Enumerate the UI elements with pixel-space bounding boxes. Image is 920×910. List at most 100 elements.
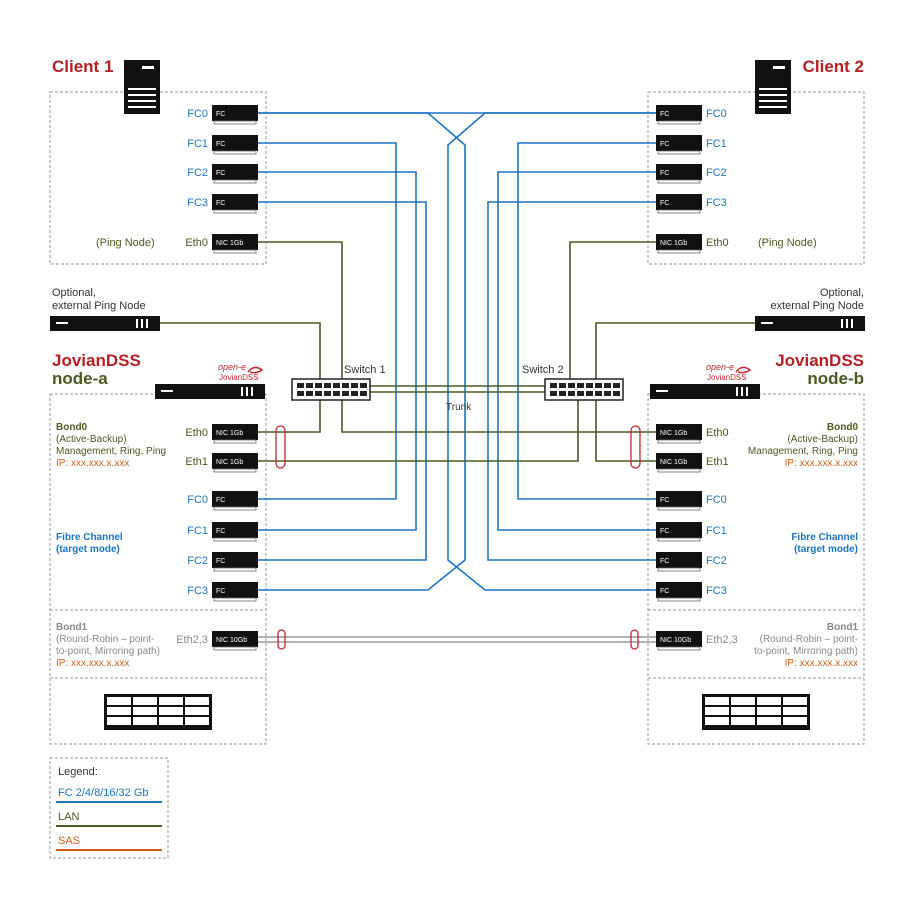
lan-c2-eth0 bbox=[569, 241, 656, 380]
client2-ping-note: (Ping Node) bbox=[758, 237, 817, 249]
port-label: FC0 bbox=[187, 494, 208, 506]
client1-eth-card: NIC 1Gb Eth0 bbox=[185, 234, 258, 254]
svg-text:open-e: open-e bbox=[706, 362, 734, 372]
fc-b-title: Fibre Channel bbox=[791, 532, 858, 543]
card-label: FC bbox=[660, 111, 669, 118]
port-label: FC1 bbox=[187, 525, 208, 537]
client1-title: Client 1 bbox=[52, 57, 113, 76]
node-a-fc-card: FC FC0 bbox=[187, 491, 258, 511]
bond1-a-ip: IP: xxx.xxx.x.xxx bbox=[56, 658, 129, 669]
card-label: FC bbox=[660, 558, 669, 565]
node-a-fc-card: FC FC2 bbox=[187, 552, 258, 572]
bond1-b-name: Bond1 bbox=[827, 622, 859, 633]
bond1-a-marker bbox=[277, 629, 286, 650]
ping-node-left-label2: external Ping Node bbox=[52, 300, 146, 312]
storage-enclosure-a-icon bbox=[104, 694, 212, 730]
legend-title: Legend: bbox=[58, 766, 98, 778]
fc-link-c2-fc0-x bbox=[447, 112, 656, 591]
card-label: NIC 1Gb bbox=[660, 240, 687, 247]
port-label: FC2 bbox=[187, 555, 208, 567]
ping-node-appliance-icon bbox=[755, 316, 865, 331]
legend-item-sas: SAS bbox=[58, 835, 80, 847]
card-label: FC bbox=[216, 141, 225, 148]
port-label: Eth1 bbox=[706, 456, 729, 468]
legend-box bbox=[49, 757, 169, 859]
fc-link-c1-fc1 bbox=[258, 142, 397, 500]
open-e-logo: open-e JovianDSS bbox=[706, 362, 752, 382]
card-label: FC bbox=[216, 497, 225, 504]
node-a-subtitle: node-a bbox=[52, 369, 108, 388]
switch1-icon bbox=[291, 378, 371, 401]
legend-item-lan: LAN bbox=[58, 811, 79, 823]
bond0-b-mode: (Active-Backup) bbox=[787, 434, 858, 445]
bond0-a-ip: IP: xxx.xxx.x.xxx bbox=[56, 458, 129, 469]
node-b-subtitle: node-b bbox=[807, 369, 864, 388]
port-label: Eth0 bbox=[706, 237, 729, 249]
card-label: FC bbox=[660, 497, 669, 504]
card-label: NIC 10Gb bbox=[216, 637, 247, 644]
client1-ping-note: (Ping Node) bbox=[96, 237, 155, 249]
node-a-eth-card: NIC 1Gb Eth1 bbox=[185, 453, 258, 473]
card-label: NIC 10Gb bbox=[660, 637, 691, 644]
card-label: FC bbox=[660, 528, 669, 535]
port-label: FC3 bbox=[706, 585, 727, 597]
ping-node-right-label: Optional, bbox=[820, 287, 864, 299]
client2-eth-card: NIC 1Gb Eth0 bbox=[656, 234, 729, 254]
lan-ping-left bbox=[160, 322, 321, 380]
port-label: Eth0 bbox=[185, 237, 208, 249]
server-icon bbox=[755, 60, 791, 114]
card-label: FC bbox=[216, 170, 225, 177]
lan-a-eth0 bbox=[258, 400, 321, 433]
card-label: NIC 1Gb bbox=[216, 240, 243, 247]
node-a-mirror-card: NIC 10Gb Eth2,3 bbox=[176, 631, 258, 651]
svg-text:JovianDSS: JovianDSS bbox=[219, 373, 259, 382]
port-label: FC1 bbox=[706, 138, 727, 150]
fc-link-c1-fc2 bbox=[258, 171, 417, 531]
node-b-title: JovianDSS bbox=[775, 351, 864, 370]
card-label: FC bbox=[216, 111, 225, 118]
bond0-a-name: Bond0 bbox=[56, 422, 88, 433]
bond1-b-ip: IP: xxx.xxx.x.xxx bbox=[785, 658, 858, 669]
switch2-label: Switch 2 bbox=[522, 364, 564, 376]
port-label: Eth1 bbox=[185, 456, 208, 468]
node-b-mirror-card: NIC 10Gb Eth2,3 bbox=[656, 631, 738, 651]
bond1-b-marker bbox=[630, 629, 639, 650]
card-label: NIC 1Gb bbox=[660, 430, 687, 437]
node-b-appliance-icon bbox=[650, 384, 760, 399]
card-label: NIC 1Gb bbox=[216, 459, 243, 466]
port-label: FC2 bbox=[187, 167, 208, 179]
legend-item-fc: FC 2/4/8/16/32 Gb bbox=[58, 787, 149, 799]
lan-b-eth1 bbox=[595, 400, 656, 462]
fc-b-subtitle: (target mode) bbox=[794, 544, 858, 555]
bond0-b-name: Bond0 bbox=[827, 422, 859, 433]
fc-link-c2-fc2 bbox=[497, 171, 656, 531]
svg-text:JovianDSS: JovianDSS bbox=[707, 373, 747, 382]
bond0-a-usage: Management, Ring, Ping bbox=[56, 446, 166, 457]
bond0-b-marker bbox=[630, 425, 641, 469]
fc-link-c2-fc3 bbox=[487, 201, 656, 561]
fc-link-c1-fc3 bbox=[258, 201, 427, 561]
lan-c1-eth0 bbox=[258, 241, 343, 380]
port-label: Eth2,3 bbox=[706, 634, 738, 646]
storage-enclosure-b-icon bbox=[702, 694, 810, 730]
card-label: FC bbox=[660, 170, 669, 177]
card-label: FC bbox=[216, 558, 225, 565]
client2-title: Client 2 bbox=[803, 57, 864, 76]
port-label: Eth2,3 bbox=[176, 634, 208, 646]
lan-b-eth0 bbox=[341, 400, 656, 433]
bond0-b-ip: IP: xxx.xxx.x.xxx bbox=[785, 458, 858, 469]
switch2-icon bbox=[544, 378, 624, 401]
port-label: Eth0 bbox=[706, 427, 729, 439]
lan-a-eth1 bbox=[258, 400, 579, 462]
open-e-logo: open-e JovianDSS bbox=[218, 362, 264, 382]
bond0-b-usage: Management, Ring, Ping bbox=[748, 446, 858, 457]
